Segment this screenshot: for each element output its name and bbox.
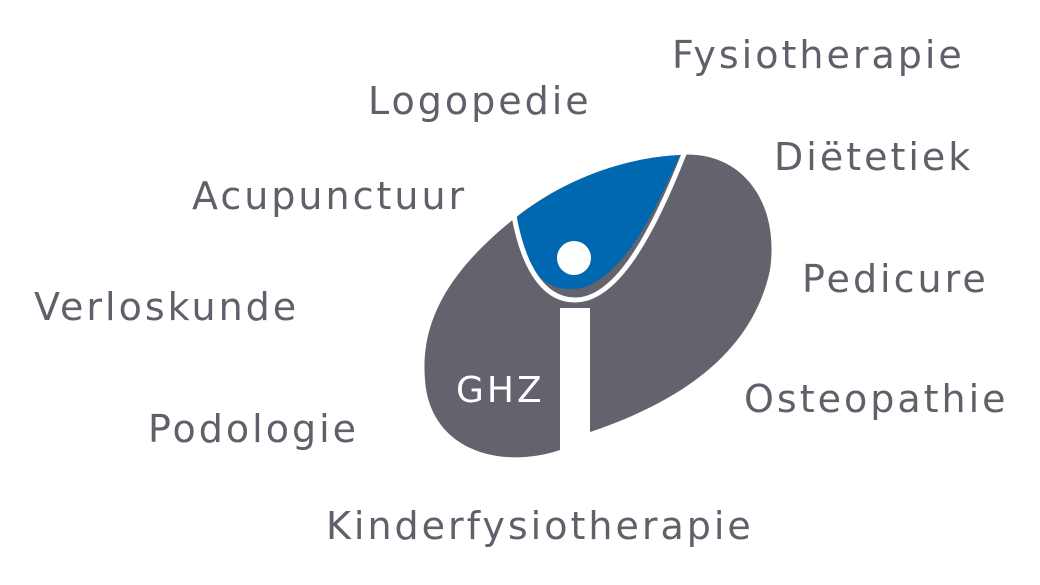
logo-ellipse-shape (424, 154, 772, 458)
service-label-acupunctuur: Acupunctuur (192, 174, 468, 218)
service-label-osteopathie: Osteopathie (744, 377, 1009, 421)
service-label-pedicure: Pedicure (802, 257, 989, 301)
logo-text: GHZ (456, 370, 545, 411)
service-label-kinderfysiotherapie: Kinderfysiotherapie (326, 504, 754, 548)
logo-stem-bar (560, 308, 590, 453)
logo-white-curve (511, 153, 687, 303)
logo-head-dot (557, 241, 591, 275)
service-label-verloskunde: Verloskunde (34, 285, 300, 329)
service-label-dietetiek: Diëtetiek (774, 135, 974, 179)
logo-blue-segment (516, 155, 680, 290)
service-label-fysiotherapie: Fysiotherapie (672, 33, 965, 77)
service-label-podologie: Podologie (148, 407, 360, 451)
service-label-logopedie: Logopedie (368, 79, 592, 123)
